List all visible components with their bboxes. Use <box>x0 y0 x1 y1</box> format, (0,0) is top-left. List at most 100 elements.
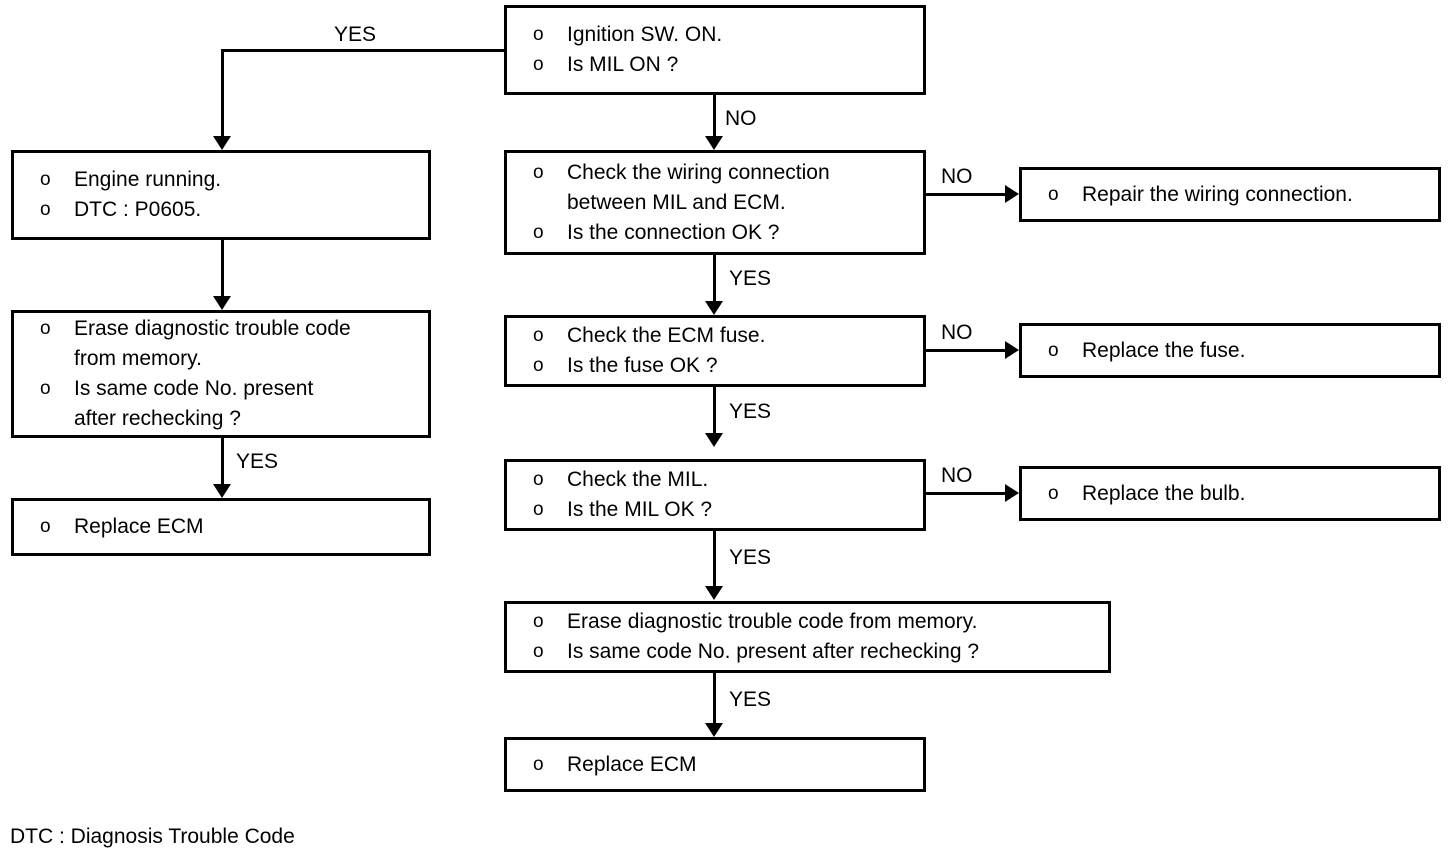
node-line-text: Replace ECM <box>74 515 204 538</box>
node-line: o Is the fuse OK ? <box>507 351 923 381</box>
node-line-text: Is the MIL OK ? <box>567 498 713 521</box>
edge-engine-to-erase-arrowhead <box>213 296 231 310</box>
edge-fuse-no-arrowhead <box>1005 341 1019 359</box>
bullet-marker: o <box>1048 183 1059 205</box>
bullet-marker: o <box>533 469 544 490</box>
node-line-text: Is the connection OK ? <box>567 220 780 244</box>
node-line-text: from memory. <box>74 347 202 370</box>
node-line-text: Replace the bulb. <box>1082 481 1246 505</box>
node-line: o Replace the fuse. <box>1022 336 1438 366</box>
bullet-marker: o <box>40 318 51 339</box>
edge-label-wiring-yes: YES <box>729 267 772 290</box>
bullet-marker: o <box>533 161 544 183</box>
node-line-text: Erase diagnostic trouble code <box>74 317 351 340</box>
edge-mil-no-horizontal <box>926 492 1006 495</box>
node-line: between MIL and ECM. <box>507 188 923 218</box>
bullet-marker: o <box>533 499 544 520</box>
node-line-text: after rechecking ? <box>74 407 241 430</box>
edge-mil-no-arrowhead <box>1005 484 1019 502</box>
node-replace-bulb[interactable]: o Replace the bulb. <box>1019 466 1441 521</box>
edge-start-no-vertical <box>713 95 716 137</box>
bullet-marker: o <box>40 199 51 220</box>
node-line-text: between MIL and ECM. <box>567 190 786 214</box>
node-line: o Check the wiring connection <box>507 158 923 188</box>
edge-wiring-no-horizontal <box>926 193 1006 196</box>
edge-mil-yes-vertical <box>713 531 716 587</box>
edge-start-yes-arrowhead <box>213 136 231 150</box>
bullet-marker: o <box>1048 482 1059 504</box>
node-line: o Repair the wiring connection. <box>1022 180 1438 210</box>
node-engine-running[interactable]: o Engine running. o DTC : P0605. <box>11 150 431 240</box>
node-line-text: Replace the fuse. <box>1082 338 1246 362</box>
edge-label-fuse-no: NO <box>941 321 973 344</box>
node-line: o Is the MIL OK ? <box>507 495 923 525</box>
node-line: o Check the ECM fuse. <box>507 321 923 351</box>
node-line: o Erase diagnostic trouble code <box>14 314 428 344</box>
edge-label-start-yes: YES <box>334 23 377 46</box>
node-erase-left[interactable]: o Erase diagnostic trouble code from mem… <box>11 310 431 438</box>
edge-label-mil-yes: YES <box>729 546 772 569</box>
edge-erase-left-yes-arrowhead <box>213 484 231 498</box>
bullet-marker: o <box>40 516 51 537</box>
edge-label-erase-left-yes: YES <box>236 450 279 473</box>
bullet-marker: o <box>40 378 51 399</box>
legend: DTC : Diagnosis Trouble Code ECM : Engin… <box>10 762 307 854</box>
node-check-fuse[interactable]: o Check the ECM fuse. o Is the fuse OK ? <box>504 315 926 387</box>
edge-wiring-yes-vertical <box>713 255 716 302</box>
edge-wiring-no-arrowhead <box>1005 185 1019 203</box>
node-line: o Is same code No. present after recheck… <box>507 637 1108 667</box>
node-line: o Ignition SW. ON. <box>507 20 923 50</box>
node-line: o Erase diagnostic trouble code from mem… <box>507 607 1108 637</box>
edge-mil-yes-arrowhead <box>705 586 723 600</box>
node-line-text: Check the MIL. <box>567 468 709 491</box>
bullet-marker: o <box>533 325 544 346</box>
bullet-marker: o <box>533 54 544 75</box>
node-check-wiring[interactable]: o Check the wiring connection between MI… <box>504 150 926 255</box>
bullet-marker: o <box>40 169 51 190</box>
node-line: o Check the MIL. <box>507 465 923 495</box>
node-line-text: Engine running. <box>74 168 222 191</box>
node-line-text: Erase diagnostic trouble code from memor… <box>567 610 978 633</box>
node-line-text: Check the wiring connection <box>567 160 830 184</box>
edge-wiring-yes-arrowhead <box>705 301 723 315</box>
edge-fuse-no-horizontal <box>926 349 1006 352</box>
edge-start-no-arrowhead <box>705 136 723 150</box>
node-line-text: Is MIL ON ? <box>567 53 679 76</box>
node-line: o Replace the bulb. <box>1022 479 1438 509</box>
node-line-text: Ignition SW. ON. <box>567 23 723 46</box>
edge-erase-left-yes-vertical <box>221 438 224 485</box>
node-line: o DTC : P0605. <box>14 195 428 225</box>
node-line-text: DTC : P0605. <box>74 198 202 221</box>
node-repair-wiring[interactable]: o Repair the wiring connection. <box>1019 167 1441 222</box>
edge-start-yes-horizontal <box>221 49 506 52</box>
node-start[interactable]: o Ignition SW. ON. o Is MIL ON ? <box>504 5 926 95</box>
edge-label-erase-center-yes: YES <box>729 688 772 711</box>
node-line: o Replace ECM <box>507 750 923 780</box>
bullet-marker: o <box>533 753 544 775</box>
node-line: o Is the connection OK ? <box>507 218 923 248</box>
node-check-mil[interactable]: o Check the MIL. o Is the MIL OK ? <box>504 459 926 531</box>
bullet-marker: o <box>533 611 544 632</box>
node-line: o Is MIL ON ? <box>507 50 923 80</box>
edge-erase-center-yes-vertical <box>713 673 716 724</box>
node-replace-ecm-left[interactable]: o Replace ECM <box>11 498 431 556</box>
edge-fuse-yes-arrowhead <box>705 433 723 447</box>
edge-engine-to-erase-vertical <box>221 240 224 297</box>
edge-fuse-yes-vertical <box>713 387 716 434</box>
node-line-text: Check the ECM fuse. <box>567 324 766 347</box>
node-line-text: Is same code No. present <box>74 377 314 400</box>
bullet-marker: o <box>533 641 544 662</box>
node-line: from memory. <box>14 344 428 374</box>
edge-label-mil-no: NO <box>941 464 973 487</box>
node-line-text: Repair the wiring connection. <box>1082 182 1353 206</box>
edge-label-fuse-yes: YES <box>729 400 772 423</box>
node-line-text: Is same code No. present after recheckin… <box>567 640 980 663</box>
node-erase-center[interactable]: o Erase diagnostic trouble code from mem… <box>504 601 1111 673</box>
node-line: after rechecking ? <box>14 404 428 434</box>
bullet-marker: o <box>1048 339 1059 361</box>
node-replace-fuse[interactable]: o Replace the fuse. <box>1019 323 1441 378</box>
node-replace-ecm-center[interactable]: o Replace ECM <box>504 737 926 792</box>
edge-start-yes-vertical <box>221 49 224 137</box>
node-line-text: Is the fuse OK ? <box>567 354 718 377</box>
